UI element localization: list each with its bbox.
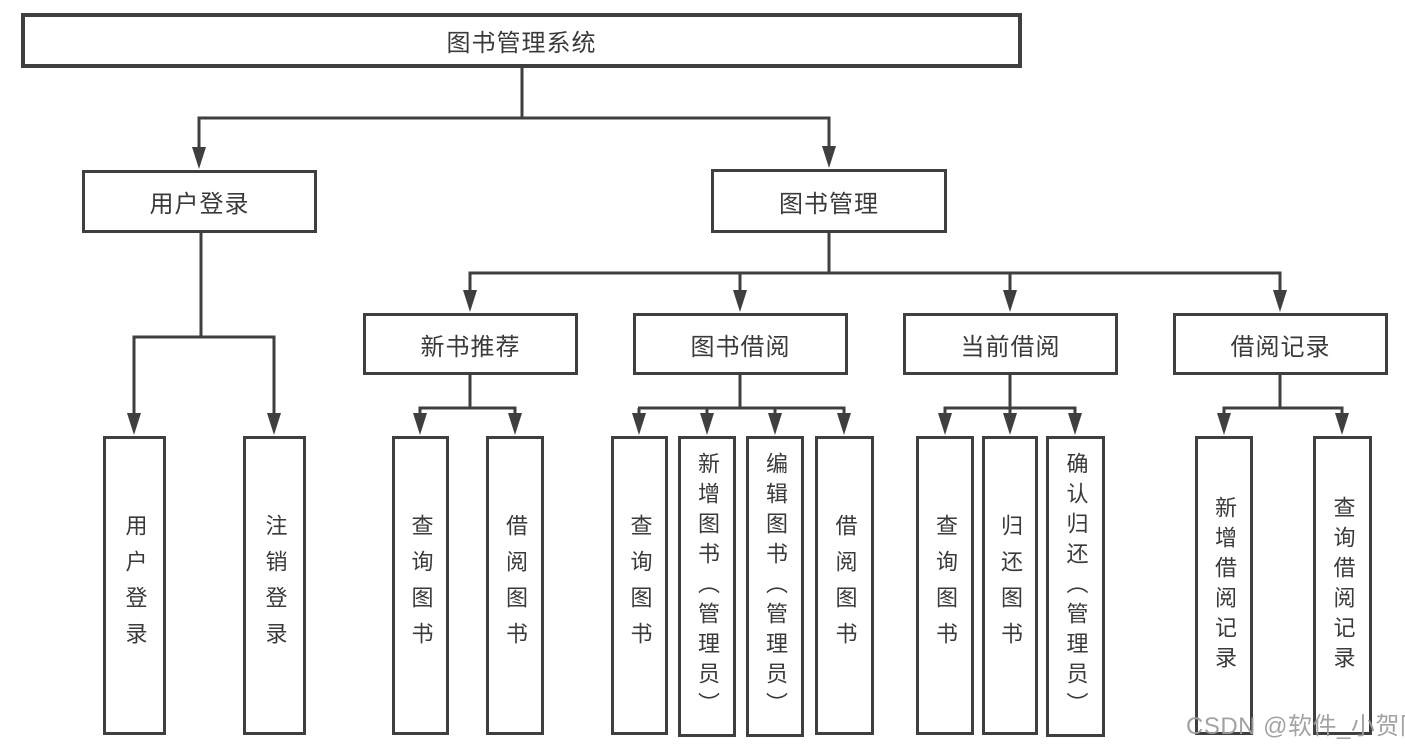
node-current-borrow-label: 当前借阅 bbox=[960, 333, 1061, 361]
leaf-logout-label: 注销登录 bbox=[262, 513, 288, 658]
leaf-query-books-recommend-label: 查询图书 bbox=[408, 513, 434, 658]
leaf-borrow-books-label: 借阅图书 bbox=[832, 513, 858, 658]
leaf-borrow-books-recommend: 借阅图书 bbox=[486, 436, 544, 735]
node-user-login: 用户登录 bbox=[82, 170, 317, 233]
leaf-query-books-current-label: 查询图书 bbox=[933, 513, 958, 658]
new-book-recommend-branch bbox=[413, 375, 522, 435]
leaf-query-books-recommend: 查询图书 bbox=[392, 436, 449, 735]
node-root: 图书管理系统 bbox=[21, 13, 1022, 68]
borrow-records-branch bbox=[1217, 375, 1349, 435]
csdn-watermark: CSDN @软件_小贺同学 bbox=[1186, 713, 1405, 740]
node-user-login-label: 用户登录 bbox=[149, 191, 250, 218]
book-management-branch bbox=[463, 233, 1287, 312]
leaf-confirm-return-admin-label: 确认归还（管理员） bbox=[1063, 451, 1089, 722]
leaf-query-books-current: 查询图书 bbox=[916, 436, 974, 735]
leaf-confirm-return-admin: 确认归还（管理员） bbox=[1046, 436, 1105, 737]
leaf-return-book-label: 归还图书 bbox=[998, 513, 1023, 658]
node-current-borrow: 当前借阅 bbox=[903, 313, 1118, 375]
book-borrow-branch bbox=[632, 375, 851, 435]
leaf-query-books-borrow-label: 查询图书 bbox=[627, 513, 653, 658]
leaf-add-borrow-record-label: 新增借阅记录 bbox=[1212, 495, 1237, 676]
leaf-edit-book-admin-label: 编辑图书（管理员） bbox=[763, 451, 788, 722]
node-book-management-label: 图书管理 bbox=[779, 190, 879, 218]
user-login-branch bbox=[127, 233, 281, 435]
leaf-query-borrow-record: 查询借阅记录 bbox=[1313, 436, 1372, 735]
leaf-borrow-books: 借阅图书 bbox=[815, 436, 874, 735]
node-new-book-recommend: 新书推荐 bbox=[363, 313, 578, 375]
node-root-label: 图书管理系统 bbox=[446, 30, 597, 57]
leaf-user-login-label: 用户登录 bbox=[122, 513, 148, 658]
root-branch bbox=[192, 66, 836, 169]
node-borrow-records: 借阅记录 bbox=[1173, 313, 1388, 375]
leaf-query-borrow-record-label: 查询借阅记录 bbox=[1330, 495, 1356, 676]
leaf-logout: 注销登录 bbox=[243, 436, 306, 735]
leaf-query-books-borrow: 查询图书 bbox=[611, 436, 668, 735]
leaf-user-login: 用户登录 bbox=[103, 436, 166, 735]
node-book-borrow-label: 图书借阅 bbox=[690, 333, 791, 361]
node-borrow-records-label: 借阅记录 bbox=[1230, 333, 1331, 361]
node-new-book-recommend-label: 新书推荐 bbox=[420, 333, 521, 361]
leaf-edit-book-admin: 编辑图书（管理员） bbox=[746, 436, 804, 737]
leaf-return-book: 归还图书 bbox=[982, 436, 1038, 735]
leaf-add-borrow-record: 新增借阅记录 bbox=[1195, 436, 1253, 735]
leaf-add-book-admin: 新增图书（管理员） bbox=[678, 436, 736, 737]
current-borrow-branch bbox=[938, 375, 1082, 435]
leaf-add-book-admin-label: 新增图书（管理员） bbox=[695, 451, 720, 722]
node-book-borrow: 图书借阅 bbox=[633, 313, 848, 375]
leaf-borrow-books-recommend-label: 借阅图书 bbox=[503, 513, 528, 658]
node-book-management: 图书管理 bbox=[711, 169, 947, 233]
